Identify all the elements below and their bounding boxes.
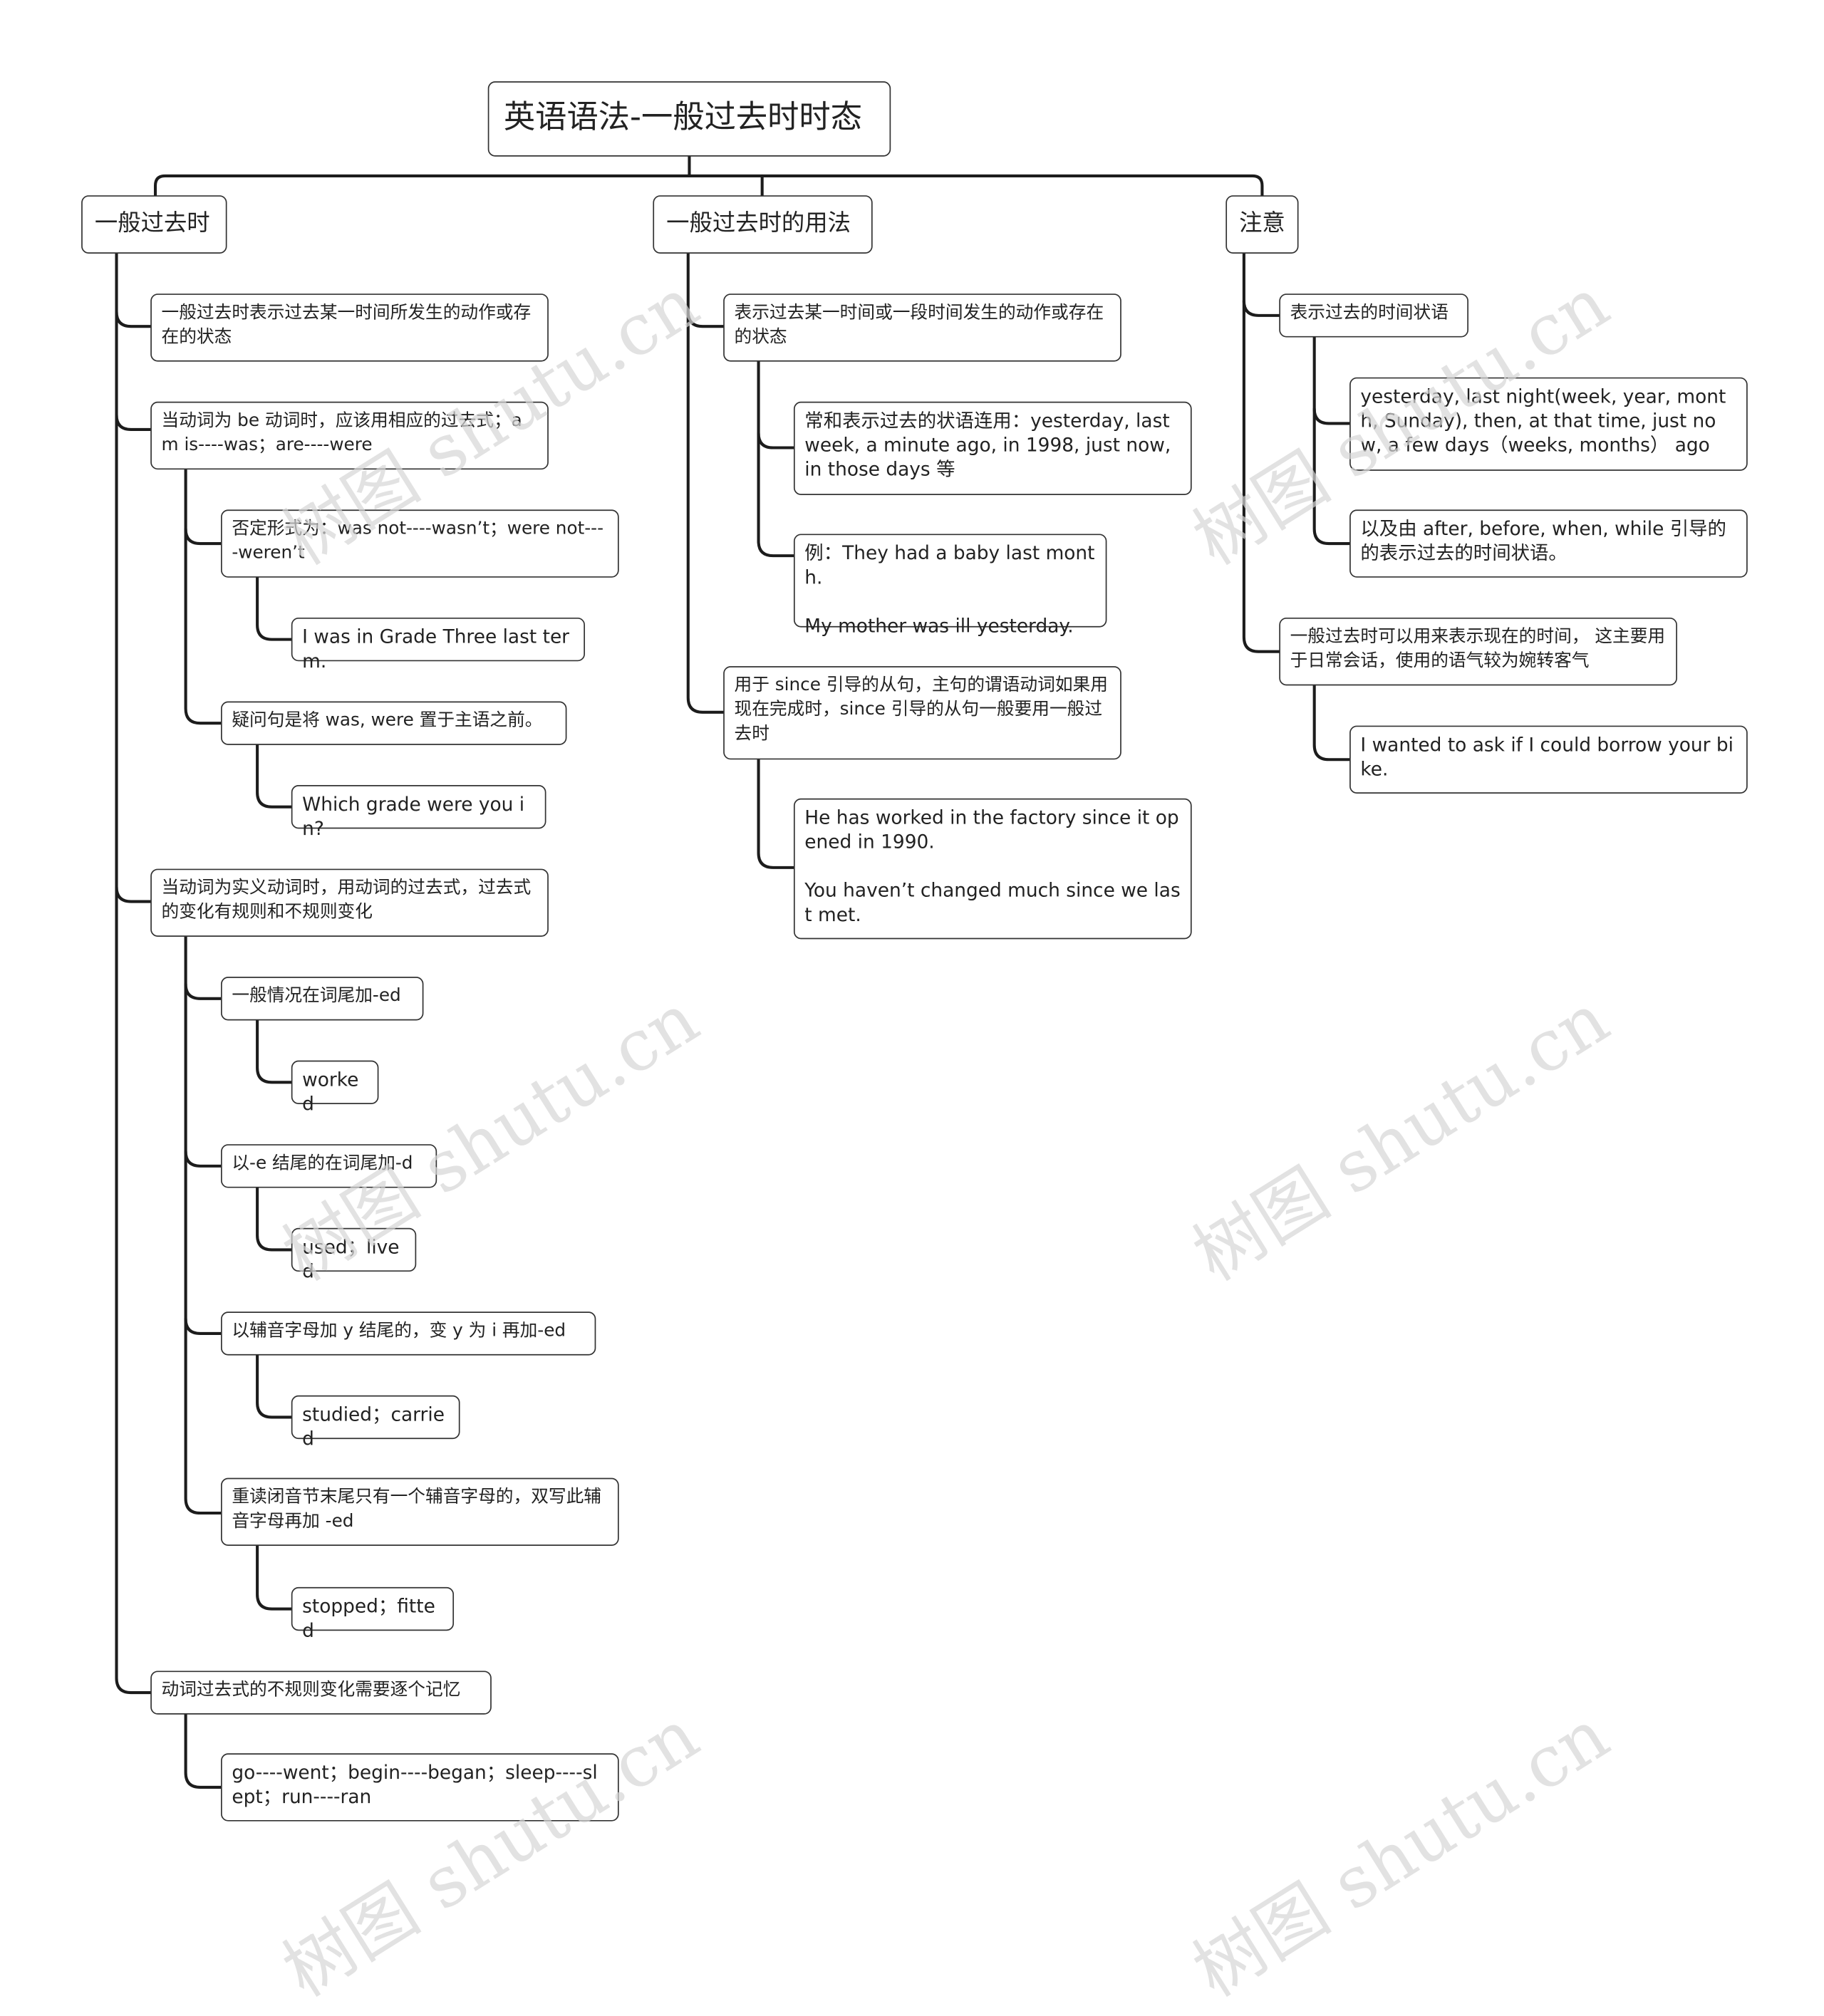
usage-past-action[interactable]: 表示过去某一时间或一段时间发生的动作或存在的状态 — [723, 293, 1121, 362]
note-polite-present[interactable]: 一般过去时可以用来表示现在的时间， 这主要用于日常会话，使用的语气较为婉转客气 — [1279, 617, 1677, 686]
rule-add-ed[interactable]: 一般情况在词尾加-ed — [221, 977, 424, 1021]
note-conjunction-clauses[interactable]: 以及由 after, before, when, while 引导的的表示过去的… — [1349, 509, 1748, 578]
node-definition[interactable]: 一般过去时表示过去某一时间所发生的动作或存在的状态 — [150, 293, 549, 362]
node-negative-form[interactable]: 否定形式为：was not----wasn’t；were not----were… — [221, 509, 619, 578]
branch-notes[interactable]: 注意 — [1226, 195, 1299, 254]
rule-add-d[interactable]: 以-e 结尾的在词尾加-d — [221, 1144, 437, 1188]
branch-past-tense-usage[interactable]: 一般过去时的用法 — [653, 195, 873, 254]
usage-examples[interactable]: 例：They had a baby last month. My mother … — [793, 534, 1107, 637]
rule-y-to-i[interactable]: 以辅音字母加 y 结尾的，变 y 为 i 再加-ed — [221, 1311, 596, 1356]
example-studied-carried[interactable]: studied；carried — [291, 1395, 460, 1450]
note-time-adverbials[interactable]: 表示过去的时间状语 — [1279, 293, 1468, 338]
mind-map-canvas: 英语语法-一般过去时时态 一般过去时 一般过去时的用法 注意 一般过去时表示过去… — [81, 81, 1748, 2012]
node-action-verb[interactable]: 当动词为实义动词时，用动词的过去式，过去式的变化有规则和不规则变化 — [150, 868, 549, 937]
example-stopped-fitted[interactable]: stopped；fitted — [291, 1586, 455, 1642]
connector-lines — [115, 155, 1352, 1789]
branch-past-tense[interactable]: 一般过去时 — [81, 195, 227, 254]
node-question-form[interactable]: 疑问句是将 was, were 置于主语之前。 — [221, 701, 567, 745]
example-which-grade[interactable]: Which grade were you in? — [291, 785, 546, 840]
usage-time-adverbials[interactable]: 常和表示过去的状语连用：yesterday, last week, a minu… — [793, 401, 1192, 495]
example-used-lived[interactable]: used；lived — [291, 1227, 417, 1282]
usage-since-clause[interactable]: 用于 since 引导的从句，主句的谓语动词如果用现在完成时，since 引导的… — [723, 666, 1121, 760]
example-irregular-verbs[interactable]: go----went；begin----began；sleep----slept… — [221, 1753, 619, 1822]
note-time-words[interactable]: yesterday, last night(week, year, month,… — [1349, 377, 1748, 471]
example-grade-three[interactable]: I was in Grade Three last term. — [291, 617, 585, 672]
node-be-verb[interactable]: 当动词为 be 动词时，应该用相应的过去式；am is----was；are--… — [150, 401, 549, 470]
example-worked[interactable]: worked — [291, 1060, 379, 1115]
node-irregular[interactable]: 动词过去式的不规则变化需要逐个记忆 — [150, 1671, 492, 1715]
rule-double-consonant[interactable]: 重读闭音节末尾只有一个辅音字母的，双写此辅音字母再加 -ed — [221, 1477, 619, 1547]
root-topic[interactable]: 英语语法-一般过去时时态 — [487, 81, 891, 157]
note-borrow-bike-example[interactable]: I wanted to ask if I could borrow your b… — [1349, 725, 1748, 794]
usage-since-examples[interactable]: He has worked in the factory since it op… — [793, 798, 1192, 940]
